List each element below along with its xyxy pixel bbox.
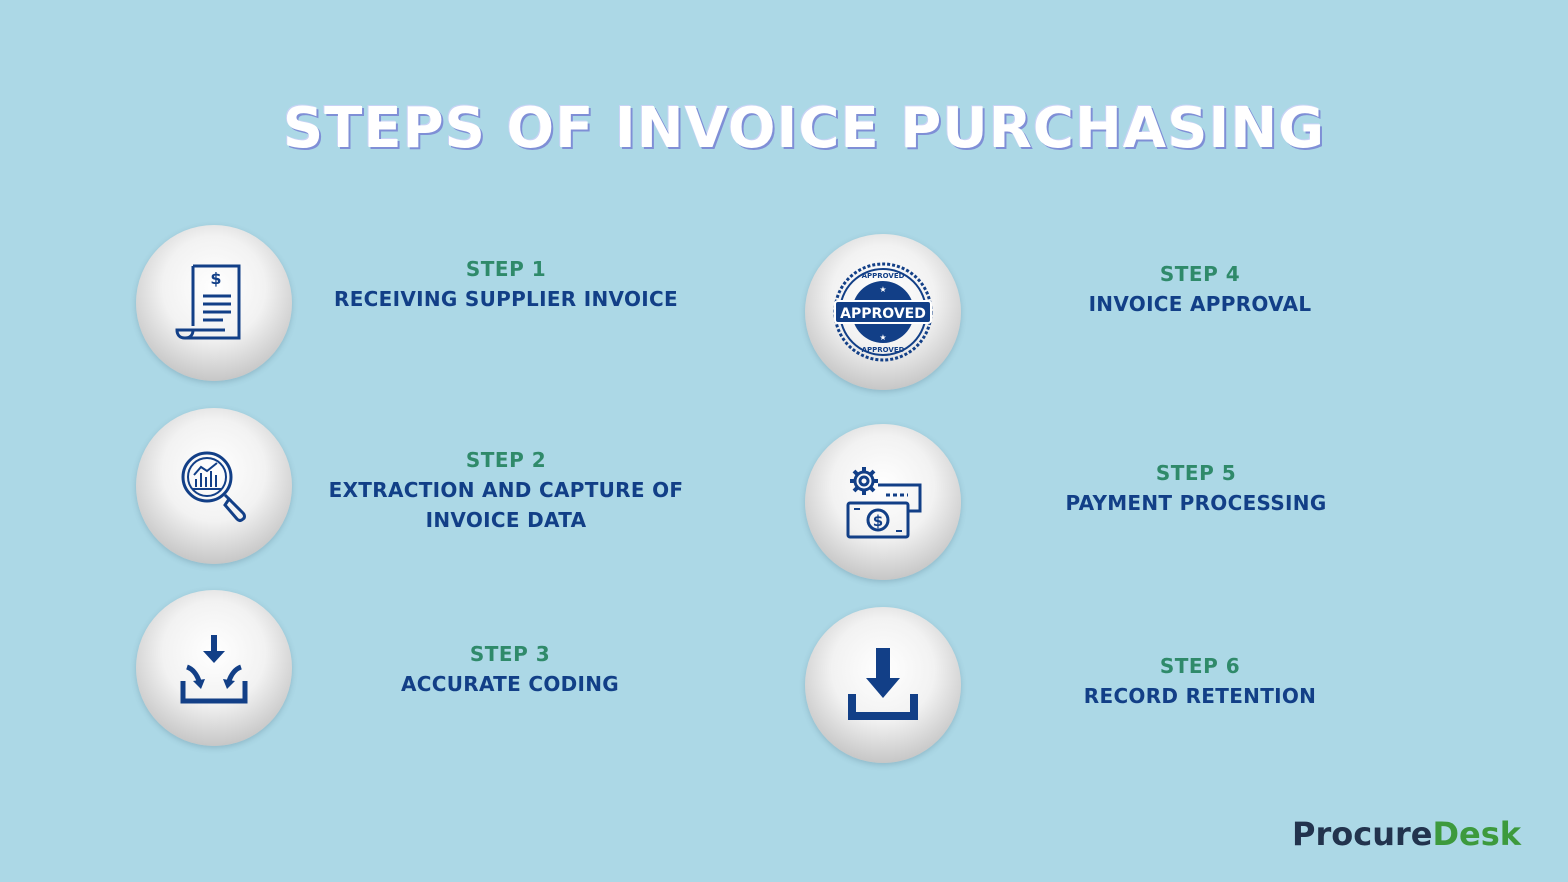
step-1-text: STEP 1 RECEIVING SUPPLIER INVOICE [316,254,696,314]
invoice-document-icon: $ [175,264,241,340]
stamp-ring-top-text: APPROVED [862,272,905,280]
step-1-number: STEP 1 [465,257,547,281]
step-2-label: EXTRACTION AND CAPTURE OF INVOICE DATA [328,478,684,532]
page-title: STEPS OF INVOICE PURCHASING [282,96,1326,161]
step-6-number: STEP 6 [1159,654,1241,678]
stamp-main-text: APPROVED [840,306,926,322]
logo-part-procure: Procure [1292,815,1433,853]
step-3-label: ACCURATE CODING [400,672,620,696]
step-5-text: STEP 5 PAYMENT PROCESSING [1026,458,1366,518]
step-2-text: STEP 2 EXTRACTION AND CAPTURE OF INVOICE… [306,445,706,535]
step-4-icon-circle: APPROVED APPROVED ★ ★ APPROVED [805,234,961,390]
svg-text:$: $ [873,512,883,530]
step-4-number: STEP 4 [1159,262,1241,286]
step-2-icon-circle [136,408,292,564]
svg-text:★: ★ [879,285,886,294]
step-4-label: INVOICE APPROVAL [1088,292,1312,316]
approved-stamp-icon: APPROVED APPROVED ★ ★ APPROVED [833,262,933,362]
step-6-text: STEP 6 RECORD RETENTION [1030,651,1370,711]
gear-payment-icon: $ [846,467,922,539]
step-1-icon-circle: $ [136,225,292,381]
step-4-text: STEP 4 INVOICE APPROVAL [1030,259,1370,319]
step-5-label: PAYMENT PROCESSING [1065,491,1327,515]
magnifier-chart-icon [181,451,246,522]
stamp-ring-bottom-text: APPROVED [862,346,905,354]
step-3-number: STEP 3 [469,642,551,666]
inbox-arrows-icon [180,635,248,704]
step-5-icon-circle: $ [805,424,961,580]
procuredesk-logo: ProcureDesk [1292,815,1521,853]
step-1-label: RECEIVING SUPPLIER INVOICE [334,287,678,311]
step-3-icon-circle [136,590,292,746]
step-6-label: RECORD RETENTION [1083,684,1317,708]
step-2-number: STEP 2 [465,448,547,472]
step-5-number: STEP 5 [1155,461,1237,485]
step-3-text: STEP 3 ACCURATE CODING [340,639,680,699]
svg-text:★: ★ [879,333,886,342]
svg-text:$: $ [210,269,221,288]
download-icon [848,648,918,720]
logo-part-desk: Desk [1432,815,1522,853]
step-6-icon-circle [805,607,961,763]
